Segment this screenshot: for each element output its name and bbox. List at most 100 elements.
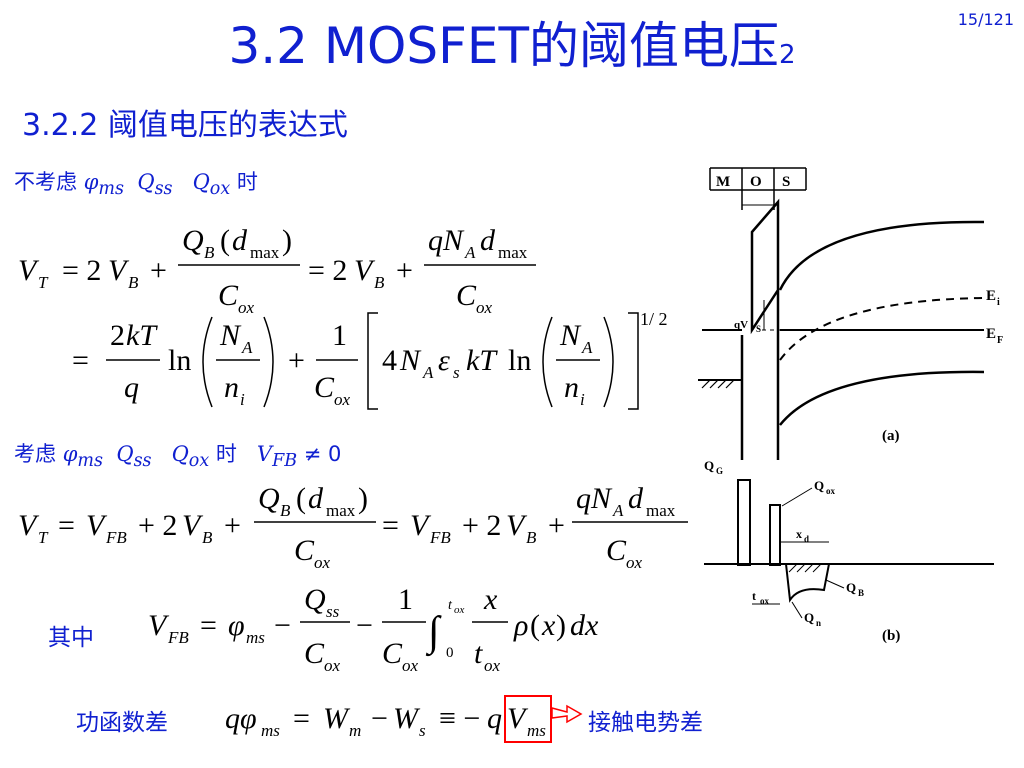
svg-text:kT: kT: [126, 319, 158, 352]
svg-text:d: d: [232, 224, 248, 257]
svg-text:s: s: [419, 721, 426, 740]
svg-text:O: O: [750, 174, 762, 190]
svg-text:FB: FB: [167, 628, 189, 647]
svg-text:V: V: [506, 509, 528, 542]
svg-text:B: B: [204, 243, 215, 262]
svg-text:V: V: [18, 254, 40, 287]
svg-text:W: W: [393, 702, 421, 735]
svg-text:ox: ox: [826, 486, 836, 496]
svg-text:max: max: [646, 501, 676, 520]
svg-text:+ 2: + 2: [138, 509, 177, 542]
svg-text:Q: Q: [704, 458, 714, 473]
svg-text:i: i: [997, 297, 1000, 308]
svg-text:≡ −: ≡ −: [439, 702, 480, 735]
svg-text:dx: dx: [570, 609, 599, 642]
svg-text:i: i: [240, 390, 245, 409]
svg-text:n: n: [564, 371, 579, 404]
svg-text:ox: ox: [324, 656, 341, 675]
svg-text:B: B: [526, 528, 537, 547]
svg-text:ox: ox: [238, 298, 255, 317]
svg-text:i: i: [580, 390, 585, 409]
svg-text:max: max: [250, 243, 280, 262]
svg-text:Q: Q: [304, 585, 326, 616]
svg-text:t: t: [474, 637, 483, 670]
svg-text:max: max: [498, 243, 528, 262]
svg-text:0: 0: [446, 645, 454, 661]
svg-text:): ): [556, 609, 566, 642]
svg-text:qN: qN: [576, 482, 613, 515]
svg-text:C: C: [382, 637, 403, 670]
page-number: 15/121: [957, 10, 1014, 29]
svg-text:F: F: [997, 335, 1003, 346]
svg-text:S: S: [782, 174, 790, 190]
svg-text:2: 2: [110, 319, 125, 352]
svg-text:Q: Q: [804, 610, 814, 625]
condition-with: 考虑 φms Qss Qox 时 VFB ≠ 0: [14, 442, 342, 472]
svg-text:T: T: [38, 273, 49, 292]
svg-text:ox: ox: [334, 390, 351, 409]
svg-text:B: B: [128, 273, 139, 292]
mos-band-diagram: M O S qV S E i: [698, 167, 1003, 644]
svg-text:+ 2: + 2: [462, 509, 501, 542]
svg-text:d: d: [804, 534, 809, 544]
svg-text:C: C: [294, 534, 315, 567]
vms-highlight-box: [504, 695, 552, 743]
svg-text:(b): (b): [882, 628, 900, 644]
label-work-function: 功函数差: [76, 710, 168, 736]
svg-text:ox: ox: [626, 553, 643, 572]
svg-text:V: V: [354, 254, 376, 287]
section-subtitle: 3.2.2 阈值电压的表达式: [22, 108, 348, 143]
svg-text:ox: ox: [402, 656, 419, 675]
svg-text:=: =: [72, 344, 89, 377]
svg-text:C: C: [218, 279, 239, 312]
svg-text:V: V: [507, 702, 529, 735]
svg-text:ms: ms: [246, 628, 265, 647]
svg-text:φ: φ: [228, 609, 245, 642]
svg-text:=: =: [58, 509, 75, 542]
svg-text:N: N: [219, 319, 242, 352]
svg-text:ms: ms: [527, 721, 546, 740]
label-contact-potential: 接触电势差: [588, 710, 703, 736]
svg-text:V: V: [86, 509, 108, 542]
svg-text:qN: qN: [428, 224, 465, 257]
svg-text:+: +: [150, 254, 167, 287]
svg-text:n: n: [224, 371, 239, 404]
svg-text:m: m: [349, 721, 361, 740]
svg-text:s: s: [453, 363, 460, 382]
svg-text:C: C: [606, 534, 627, 567]
svg-text:C: C: [314, 371, 335, 404]
svg-text:q: q: [487, 702, 502, 735]
svg-text:V: V: [148, 609, 170, 642]
svg-text:d: d: [480, 224, 496, 257]
svg-text:ρ: ρ: [513, 609, 528, 642]
svg-text:S: S: [756, 324, 761, 334]
svg-text:(: (: [220, 224, 230, 257]
svg-text:+: +: [548, 509, 565, 542]
svg-text:−: −: [356, 609, 373, 642]
arrow-callout-icon: [551, 704, 583, 724]
svg-text:M: M: [716, 174, 730, 190]
svg-text:ln: ln: [508, 344, 531, 377]
svg-text:ox: ox: [314, 553, 331, 572]
svg-text:+: +: [396, 254, 413, 287]
svg-text:W: W: [323, 702, 351, 735]
svg-text:t: t: [448, 598, 453, 613]
svg-text:−: −: [274, 609, 291, 642]
svg-text:t: t: [752, 589, 756, 603]
svg-text:=: =: [382, 509, 399, 542]
svg-text:B: B: [280, 501, 291, 520]
svg-text:ss: ss: [326, 602, 340, 621]
svg-text:x: x: [541, 609, 556, 642]
svg-text:ln: ln: [168, 344, 191, 377]
svg-text:V: V: [18, 509, 40, 542]
svg-text:=: =: [200, 609, 217, 642]
svg-text:FB: FB: [429, 528, 451, 547]
svg-text:C: C: [304, 637, 325, 670]
svg-text:−: −: [371, 702, 388, 735]
svg-text:1/ 2: 1/ 2: [640, 309, 668, 329]
svg-text:E: E: [986, 288, 996, 304]
